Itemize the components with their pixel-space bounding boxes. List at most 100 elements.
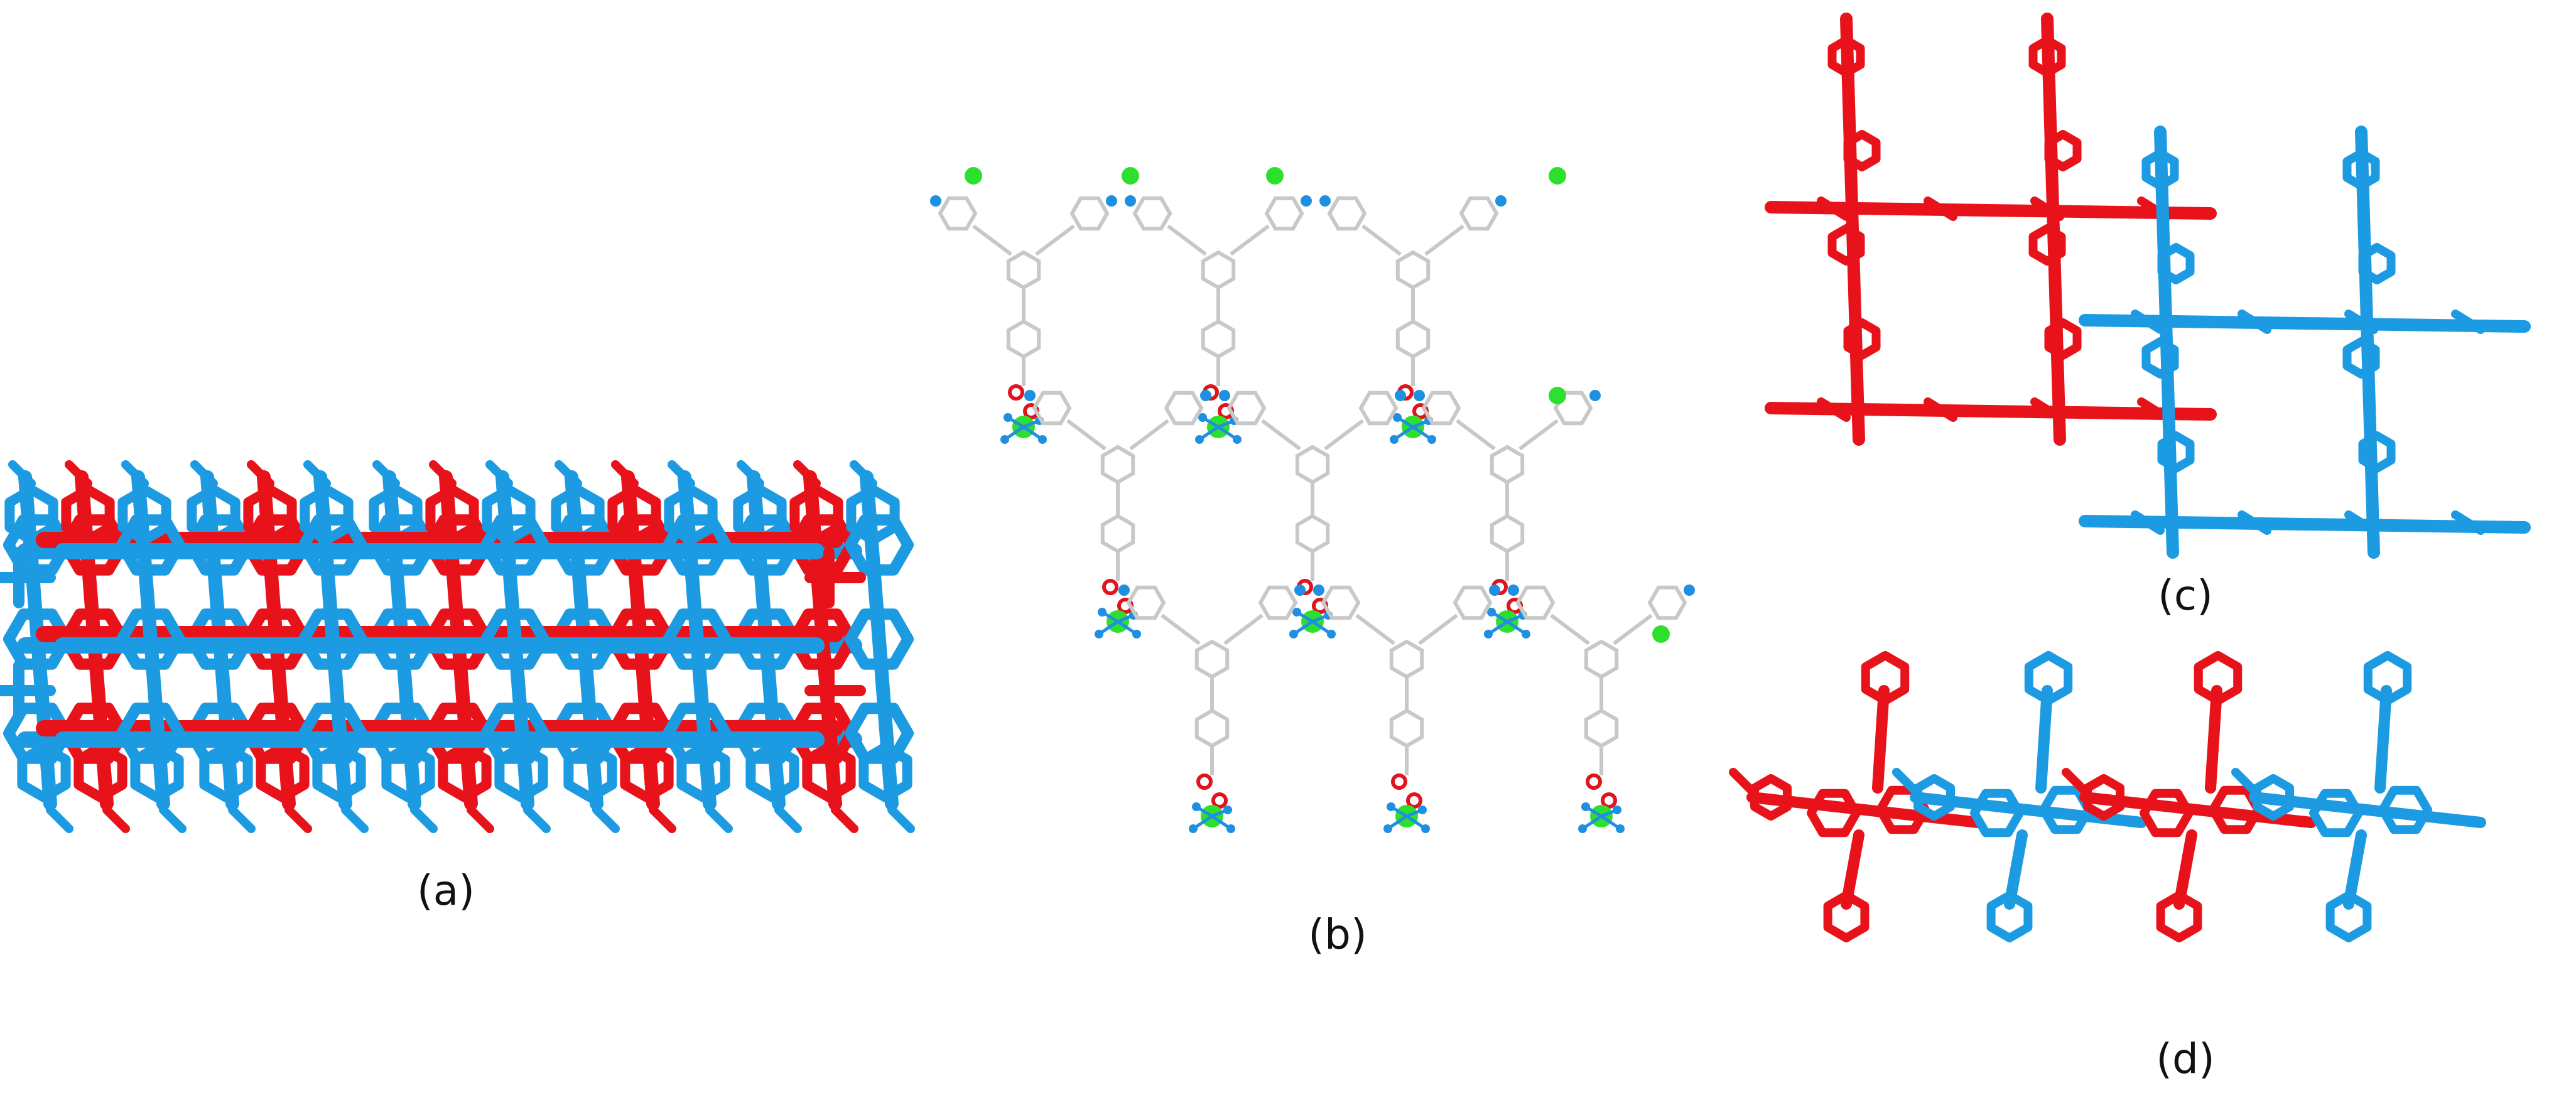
ligand-atom — [1487, 608, 1496, 617]
pendant-arm — [2035, 685, 2053, 794]
methyl-group — [303, 460, 331, 488]
methyl-group — [1729, 768, 1756, 795]
terminal-metal-atom — [1549, 167, 1566, 185]
side-group — [2030, 197, 2064, 221]
aromatic-ring — [664, 485, 718, 545]
horizontal-chain — [1765, 402, 2217, 421]
aromatic-ring — [845, 514, 914, 576]
side-group — [1817, 197, 1851, 221]
aromatic-ring — [2028, 36, 2066, 77]
aromatic-ring — [1823, 891, 1870, 942]
ligand-atom — [1098, 608, 1107, 617]
aromatic-ring — [1986, 891, 2033, 942]
ligand-atom — [1000, 435, 1009, 444]
methyl-group — [523, 806, 551, 833]
phenyl-ring — [1389, 708, 1424, 748]
panel-d-caption: (d) — [2156, 1035, 2215, 1083]
ligand-atom — [1289, 630, 1298, 639]
methyl-group — [737, 460, 764, 488]
ligand-atom — [1195, 435, 1204, 444]
nitrogen-atom — [1106, 195, 1117, 207]
pyridine-ring — [1126, 585, 1166, 620]
nitrogen-atom — [1219, 390, 1230, 401]
panel-b-structure — [930, 167, 1695, 833]
aromatic-ring — [2141, 337, 2179, 379]
methyl-group — [341, 806, 369, 833]
ligand-atom — [1383, 824, 1392, 833]
aromatic-ring — [846, 485, 900, 545]
side-group — [1924, 197, 1957, 221]
aromatic-ring — [2378, 785, 2432, 834]
pyridine-ring — [1515, 585, 1556, 620]
benzene-ring — [1389, 639, 1424, 679]
aromatic-ring — [480, 703, 549, 764]
bond — [1355, 613, 1395, 645]
ligand-atom — [1421, 824, 1430, 833]
bond — [1324, 419, 1364, 451]
methyl-group — [705, 806, 733, 833]
bond — [1424, 224, 1464, 256]
ligand-atom — [1189, 824, 1198, 833]
ligand-atom — [1484, 630, 1493, 639]
aromatic-ring — [116, 608, 185, 670]
methyl-group — [65, 460, 92, 488]
ligand-atom — [1393, 413, 1402, 422]
pyridine-ring — [938, 196, 978, 231]
aromatic-ring — [663, 703, 732, 764]
panel-c: (c) — [1733, 0, 2576, 653]
aromatic-ring — [2358, 431, 2396, 473]
aromatic-ring — [2140, 789, 2194, 838]
aromatic-ring — [2024, 651, 2073, 705]
aromatic-ring — [2209, 785, 2263, 834]
panel-d: (d) — [1729, 651, 2576, 1110]
aromatic-ring — [480, 514, 549, 576]
aromatic-ring — [2044, 130, 2082, 171]
bond — [1518, 419, 1559, 451]
side-group — [2131, 510, 2165, 535]
methyl-group — [467, 806, 494, 833]
aromatic-ring — [482, 485, 536, 545]
methyl-group — [774, 806, 802, 833]
pyridine-ring — [1321, 585, 1361, 620]
methyl-group — [159, 806, 187, 833]
side-group — [2344, 310, 2378, 334]
aromatic-ring — [1970, 789, 2024, 838]
aromatic-ring — [1843, 130, 1881, 171]
phenyl-ring — [1490, 514, 1525, 554]
aromatic-ring — [2358, 243, 2396, 284]
nitrogen-atom — [1294, 585, 1306, 596]
nitrogen-atom — [1495, 195, 1507, 207]
ligand-atom — [1038, 435, 1047, 444]
aromatic-ring — [2194, 651, 2243, 705]
methyl-group — [410, 806, 438, 833]
aromatic-ring — [4, 485, 58, 545]
pyridine-ring — [1553, 391, 1593, 426]
bond — [1066, 419, 1107, 451]
horizontal-chain — [2079, 515, 2531, 534]
bond — [1613, 613, 1653, 645]
pyridine-ring — [1226, 391, 1267, 426]
side-group — [2137, 397, 2171, 422]
aromatic-ring — [607, 485, 661, 545]
oxygen-atom — [1601, 792, 1617, 809]
aromatic-ring — [3, 514, 72, 576]
panel-b-caption: (b) — [1308, 910, 1367, 959]
bond — [1035, 224, 1075, 256]
pyridine-ring — [1164, 391, 1204, 426]
oxygen-atom — [1406, 792, 1422, 809]
aromatic-ring — [1843, 318, 1881, 360]
ligand-atom — [1613, 806, 1621, 814]
pyridine-ring — [1453, 585, 1493, 620]
aromatic-ring — [845, 703, 914, 764]
ligand-atom — [1226, 824, 1235, 833]
terminal-metal-atom — [1652, 625, 1670, 643]
methyl-group — [793, 460, 821, 488]
pyridine-ring — [1327, 196, 1367, 231]
ligand-atom — [1192, 802, 1201, 811]
pendant-arm — [1872, 685, 1890, 794]
aromatic-ring — [3, 703, 72, 764]
nitrogen-atom — [1508, 585, 1519, 596]
aromatic-ring — [61, 485, 115, 545]
bond — [972, 224, 1012, 256]
methyl-group — [2231, 768, 2259, 795]
